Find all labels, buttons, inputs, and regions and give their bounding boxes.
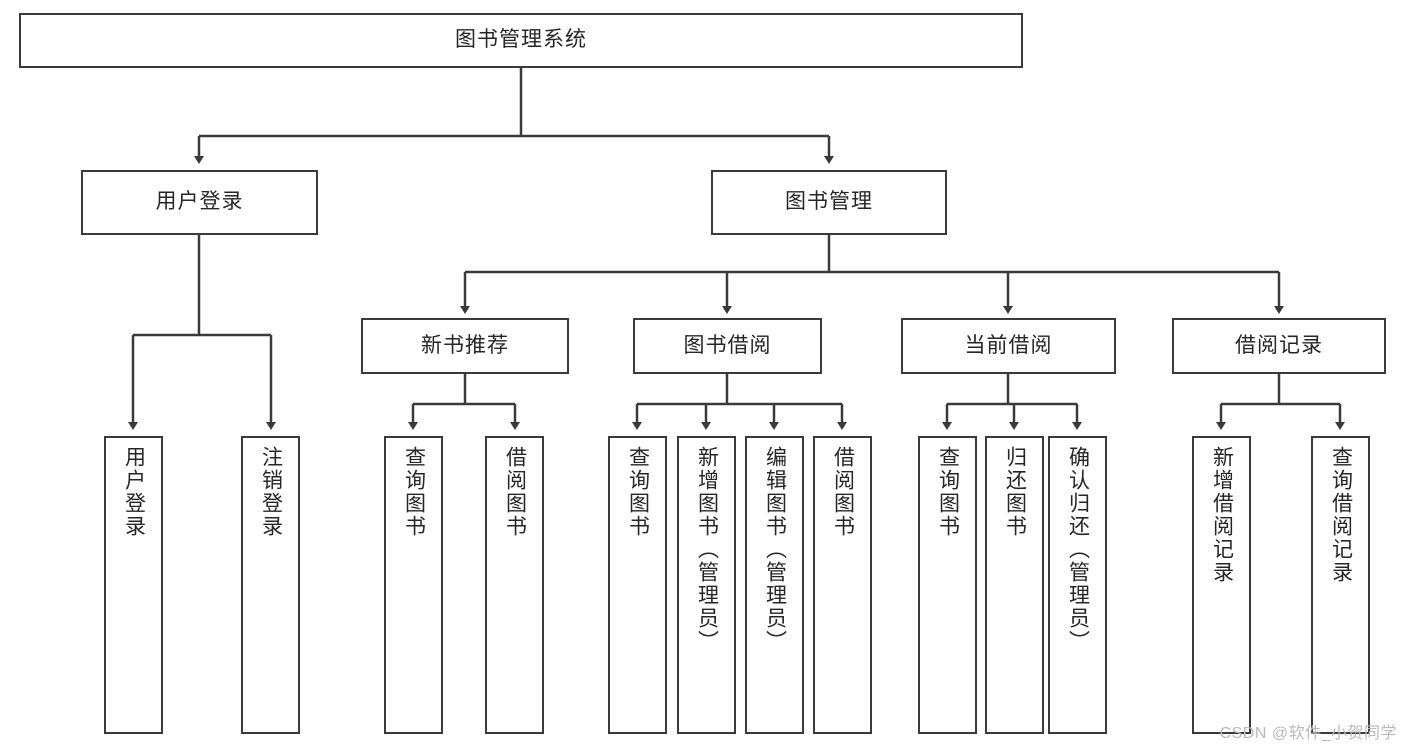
watermark: CSDN @软件_小贺同学 xyxy=(1219,725,1397,742)
node-label: 查询图书 xyxy=(626,446,650,538)
node-label: 图书借阅 xyxy=(683,333,772,357)
node-user-login[interactable]: 用户登录 xyxy=(81,170,318,235)
node-label: 新书推荐 xyxy=(421,333,509,357)
node-label: 查询图书 xyxy=(402,446,426,538)
leaf-query-book-current[interactable]: 查询图书 xyxy=(918,436,977,734)
leaf-query-book-recommendation[interactable]: 查询图书 xyxy=(384,436,443,734)
node-label: 查询借阅记录 xyxy=(1329,446,1353,584)
node-label: 图书管理 xyxy=(785,190,873,214)
node-new-book-recommendation[interactable]: 新书推荐 xyxy=(361,318,569,374)
leaf-user-login[interactable]: 用户登录 xyxy=(104,436,163,734)
node-label: 借阅记录 xyxy=(1235,333,1323,357)
leaf-add-borrow-record[interactable]: 新增借阅记录 xyxy=(1192,436,1251,734)
leaf-add-book-admin[interactable]: 新增图书（管理员） xyxy=(677,436,736,734)
node-current-borrow[interactable]: 当前借阅 xyxy=(901,318,1116,374)
node-borrow-record[interactable]: 借阅记录 xyxy=(1172,318,1386,374)
node-label: 借阅图书 xyxy=(503,446,527,538)
leaf-query-book[interactable]: 查询图书 xyxy=(608,436,667,734)
node-label: 编辑图书（管理员） xyxy=(763,446,787,653)
node-label: 用户登录 xyxy=(155,190,244,214)
leaf-return-book[interactable]: 归还图书 xyxy=(985,436,1044,734)
node-label: 归还图书 xyxy=(1003,446,1027,538)
node-label: 用户登录 xyxy=(122,446,146,538)
node-label: 注销登录 xyxy=(259,446,283,538)
leaf-confirm-return-admin[interactable]: 确认归还（管理员） xyxy=(1048,436,1107,734)
node-label: 图书管理系统 xyxy=(455,28,587,52)
node-label: 新增借阅记录 xyxy=(1210,446,1234,584)
node-label: 新增图书（管理员） xyxy=(695,446,719,653)
node-label: 确认归还（管理员） xyxy=(1066,446,1090,653)
leaf-logout[interactable]: 注销登录 xyxy=(241,436,300,734)
node-book-management[interactable]: 图书管理 xyxy=(711,170,947,235)
leaf-borrow-book[interactable]: 借阅图书 xyxy=(813,436,872,734)
leaf-borrow-book-recommendation[interactable]: 借阅图书 xyxy=(485,436,544,734)
node-book-borrow[interactable]: 图书借阅 xyxy=(633,318,822,374)
node-label: 当前借阅 xyxy=(964,333,1053,357)
leaf-edit-book-admin[interactable]: 编辑图书（管理员） xyxy=(745,436,804,734)
node-label: 借阅图书 xyxy=(831,446,855,538)
leaf-query-borrow-record[interactable]: 查询借阅记录 xyxy=(1311,436,1370,734)
node-label: 查询图书 xyxy=(936,446,960,538)
node-book-management-system[interactable]: 图书管理系统 xyxy=(19,13,1023,68)
